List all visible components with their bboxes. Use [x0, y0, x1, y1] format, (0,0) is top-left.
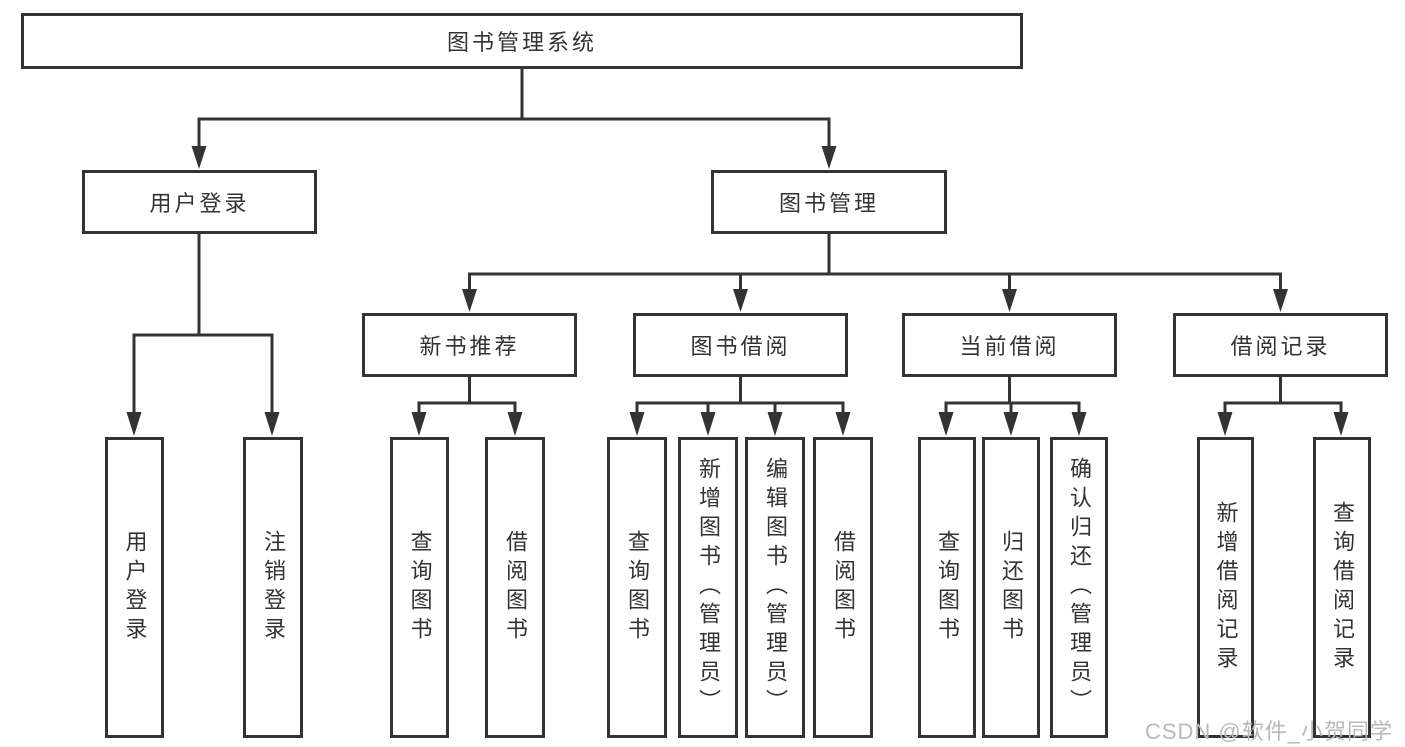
edges-root-to-level2 — [191, 68, 837, 169]
node-leaf-user-login: 用户登录 — [105, 437, 164, 738]
node-leaf-query-books-current: 查询图书 — [918, 437, 976, 738]
node-leaf-query-books-recommend: 查询图书 — [390, 437, 449, 738]
node-current-borrow: 当前借阅 — [902, 313, 1117, 377]
node-leaf-return-books: 归还图书 — [982, 437, 1040, 738]
node-book-borrow: 图书借阅 — [633, 313, 848, 377]
csdn-watermark: CSDN @软件_小贺同学 — [1144, 719, 1393, 744]
edges-new-book-recommend-children — [411, 377, 523, 436]
node-borrow-records: 借阅记录 — [1173, 313, 1388, 377]
node-leaf-edit-books-admin: 编辑图书（管理员） — [745, 437, 805, 738]
edges-borrow-records-children — [1217, 377, 1349, 436]
node-new-book-recommend: 新书推荐 — [362, 313, 577, 377]
node-leaf-logout: 注销登录 — [243, 437, 303, 738]
node-leaf-borrow-books-recommend: 借阅图书 — [485, 437, 545, 738]
edges-user-login-children — [126, 234, 280, 436]
node-leaf-add-borrow-record: 新增借阅记录 — [1197, 437, 1254, 738]
node-leaf-add-books-admin: 新增图书（管理员） — [678, 437, 738, 738]
edges-book-borrow-children — [629, 377, 851, 436]
node-leaf-confirm-return-admin: 确认归还（管理员） — [1050, 437, 1108, 738]
node-root-system: 图书管理系统 — [21, 13, 1023, 69]
node-leaf-query-borrow-record: 查询借阅记录 — [1313, 437, 1371, 738]
edges-book-management-children — [462, 234, 1288, 312]
node-leaf-borrow-books: 借阅图书 — [813, 437, 873, 738]
node-leaf-query-books-borrow: 查询图书 — [607, 437, 667, 738]
node-book-management: 图书管理 — [711, 170, 947, 234]
node-user-login: 用户登录 — [82, 170, 317, 234]
edges-current-borrow-children — [938, 377, 1087, 436]
